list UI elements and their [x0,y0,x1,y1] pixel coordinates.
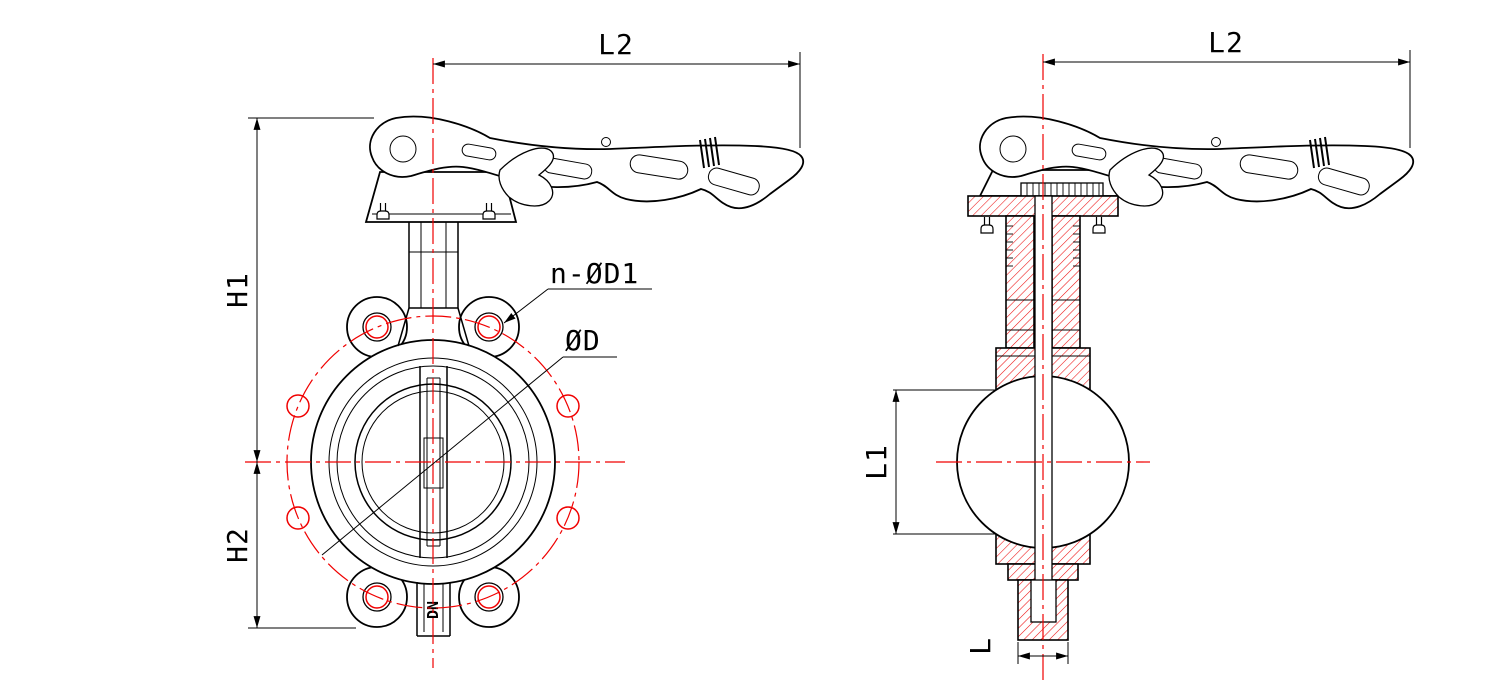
neck-section [1005,215,1081,349]
dimension-l2-side: L2 [1043,26,1411,148]
dimension-l1: L1 [860,389,996,535]
label-bore-diameter: ØD [565,324,601,357]
front-view: DN L2 H1 H2 [221,28,805,668]
dimension-l2-front: L2 [433,28,801,148]
ratchet-plate [1020,182,1104,197]
flange-bolt-right [1092,216,1106,234]
label-bolt-holes: n-ØD1 [550,257,639,290]
dim-label-l2-side: L2 [1208,26,1244,59]
dimension-l: L [964,637,1069,664]
dimension-h1-h2: H1 H2 [221,117,374,629]
dim-label-l: L [964,637,997,655]
dim-label-h2: H2 [221,527,254,563]
bolt-holes [286,315,580,609]
flange-bolt-left [980,216,994,234]
valve-neck [397,222,470,347]
side-view: L2 L1 L [860,26,1415,680]
dim-label-l2-front: L2 [598,28,634,61]
dim-label-h1: H1 [221,272,254,308]
dim-label-l1: L1 [860,444,893,480]
leader-bore-diameter: ØD [321,324,617,556]
leader-bolt-holes: n-ØD1 [503,257,652,324]
